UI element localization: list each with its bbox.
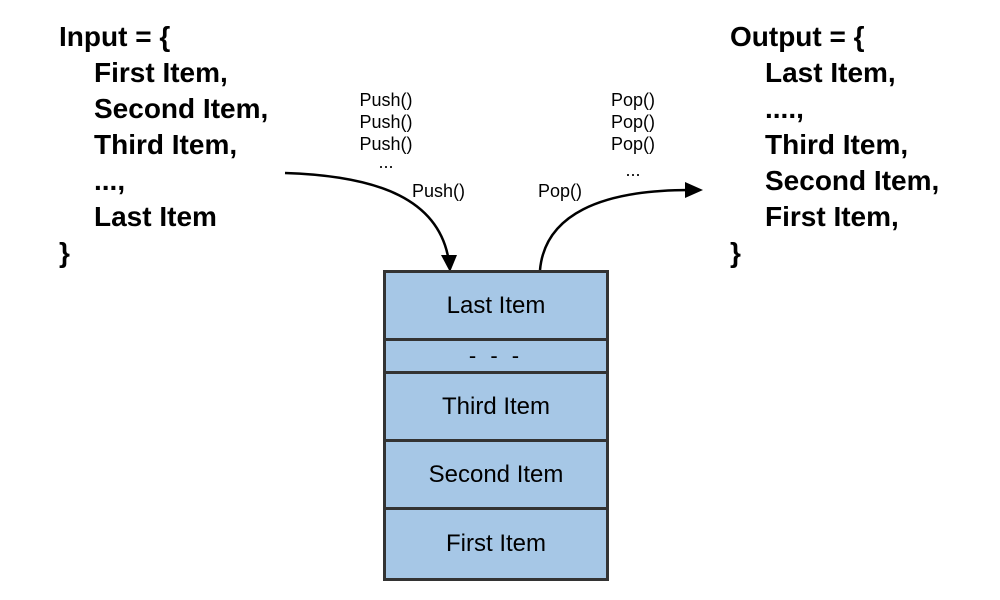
pop-arrow [538,188,691,271]
pop-operations: Pop() Pop() Pop() ... [600,89,666,185]
output-item: Second Item, [765,165,940,196]
push-arrowhead-icon [441,255,457,272]
output-open: Output = { [730,21,865,52]
pop-final-label: Pop() [538,181,583,201]
stack-cell-gap: - - - [386,341,606,374]
input-item: Third Item, [94,129,238,160]
push-op-ellipsis: ... [378,152,394,172]
stack-cell: Second Item [386,442,606,510]
output-item: ...., [765,93,804,124]
push-op-label: Push() [359,134,413,154]
input-open: Input = { [59,21,171,52]
push-op-label: Push() [359,90,413,110]
input-list: Input = { First Item, Second Item, Third… [59,19,268,271]
input-item: ..., [94,165,126,196]
output-list: Output = { Last Item, ...., Third Item, … [730,19,939,271]
pop-op-label: Pop() [610,90,655,110]
output-item: Last Item, [765,57,896,88]
push-op-label: Push() [359,112,413,132]
pop-op-ellipsis: ... [625,160,641,180]
stack-cell-bottom: First Item [446,530,546,557]
push-final-label: Push() [412,181,466,201]
pop-op-label: Pop() [610,112,655,132]
input-item: Last Item [94,201,217,232]
push-operations: Push() Push() Push() ... [350,89,422,172]
output-close: } [730,237,741,268]
stack: Last Item - - - Third Item Second Item F… [383,270,609,581]
output-item: First Item, [765,201,899,232]
push-arrow [284,171,451,263]
input-item: Second Item, [94,93,269,124]
output-item: Third Item, [765,129,909,160]
stack-cell-top: Last Item [386,273,606,341]
input-item: First Item, [94,57,228,88]
pop-op-label: Pop() [610,134,655,154]
input-close: } [59,237,70,268]
stack-cell: Third Item [386,374,606,442]
pop-arrowhead-icon [685,182,703,198]
